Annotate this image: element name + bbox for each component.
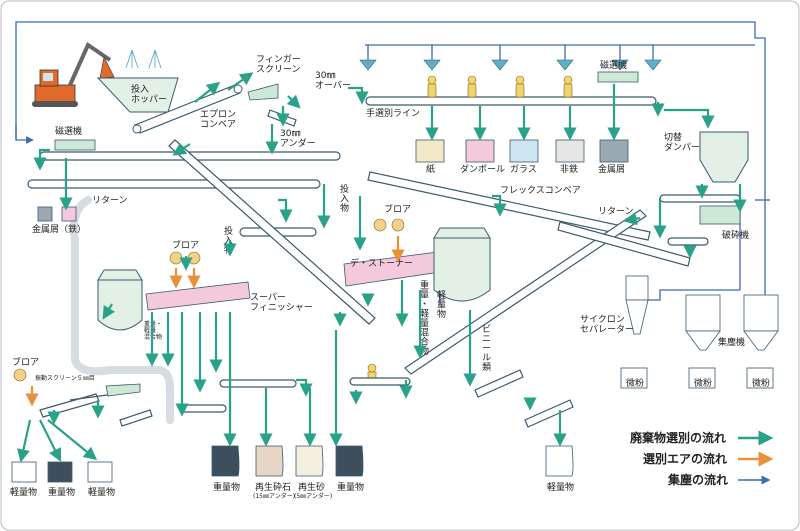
input-hopper: 投入ホッパー [96, 77, 179, 113]
spray-icon [125, 49, 162, 69]
hand-sort-belt [365, 96, 657, 106]
dust-collectors: 集塵機 [685, 294, 779, 351]
out-sand-sub: (5㎜アンダー) [294, 492, 332, 500]
out-light-3: 軽量物 [547, 481, 574, 493]
blower-3: ブロア [12, 356, 39, 382]
flex-conveyor-label: フレックスコンベア [500, 185, 581, 196]
fine-powder-2-label: 微粉 [694, 377, 712, 389]
cyclone-label: サイクロンセパレーター [580, 314, 634, 335]
vibrating-screen: 振動スクリーン５㎜目 [35, 374, 141, 397]
dust-collector-label: 集塵機 [718, 336, 745, 348]
bin-glass-label: ガラス [510, 164, 537, 175]
out-light-1: 軽量物 [10, 486, 37, 498]
vibrating-screen-label: 振動スクリーン５㎜目 [35, 374, 95, 382]
input-1-label: 投入物 [340, 183, 349, 214]
output-piles: 軽量物 重量物 軽量物 重量物 再生砕石 (15㎜アンダー) 再生砂 (5㎜アン… [10, 445, 574, 500]
crusher: 破砕機 [699, 205, 749, 241]
short-conveyors: 手選別ライン [267, 96, 657, 127]
bin-metal-label: 金属屑 [598, 163, 625, 175]
fine-powder-bins: 微粉 微粉 微粉 [620, 367, 774, 389]
legend-dust-label: 集塵の流れ [667, 472, 728, 487]
apron-conveyor: エプロンコンベア [132, 84, 243, 134]
out-heavy-1: 重量物 [48, 486, 75, 498]
blower-1-label: ブロア [384, 203, 411, 215]
out-gravel-sub: (15㎜アンダー) [253, 492, 295, 500]
magnet-right-label: 磁選機 [600, 59, 627, 71]
out-heavy-2: 重量物 [213, 481, 240, 493]
excavator-icon [32, 42, 115, 107]
super-finisher-label: スーパーフィニッシャー [250, 292, 313, 313]
bin-nonferrous-label: 非鉄 [560, 163, 578, 175]
out-sand: 再生砂 [298, 481, 325, 493]
air-flow-arrows [25, 236, 405, 407]
blower-3-label: ブロア [12, 356, 39, 368]
hand-sort-label: 手選別ライン [366, 107, 420, 119]
super-finisher: スーパーフィニッシャー [97, 269, 313, 331]
sorted-bins: 紙 ダンボール ガラス 非鉄 金属屑 [415, 139, 629, 175]
fine-powder-3-label: 微粉 [752, 377, 770, 389]
bin-paper-label: 紙 [426, 163, 435, 175]
bin-metal-iron: 金属屑（鉄） [32, 206, 86, 235]
sorting-flow-arrows [16, 72, 747, 463]
duct-hoods [359, 59, 662, 71]
damper-label: 切替ダンパー [664, 131, 700, 153]
under30-label: 30㎜アンダー [280, 129, 316, 149]
magnet-left: 磁選機 [54, 125, 96, 151]
magnet-right: 磁選機 [597, 59, 639, 83]
crusher-label: 破砕機 [722, 229, 749, 241]
over30-label: 30㎜オーバー [315, 71, 351, 91]
switch-damper: 切替ダンパー [664, 131, 749, 183]
hopper-label: 投入ホッパー [131, 83, 167, 105]
destoner-label: デ・ストーナー [350, 257, 413, 269]
conveyors: フレックスコンベア リターン リターン [27, 139, 741, 428]
legend-sorting-label: 廃棄物選別の流れ [630, 430, 726, 445]
return-left-label: リターン [92, 195, 128, 206]
destoner: デ・ストーナー [343, 227, 491, 302]
out-heavy-3: 重量物 [337, 481, 364, 493]
return-right-label: リターン [598, 206, 634, 217]
bin-cardboard-label: ダンボール [460, 163, 505, 175]
input-2-label: 投入物 [224, 225, 233, 256]
blower-2-label: ブロア [172, 239, 199, 251]
finger-screen: フィンガースクリーン 30㎜オーバー 30㎜アンダー [247, 54, 351, 149]
legend: 廃棄物選別の流れ 選別エアの流れ 集塵の流れ [630, 430, 774, 487]
magnet-left-label: 磁選機 [55, 125, 82, 137]
out-light-2: 軽量物 [88, 486, 115, 498]
light-material-label: 軽量物 [437, 290, 446, 320]
cyclone-separator: サイクロンセパレーター [580, 275, 649, 335]
out-gravel: 再生砕石 [255, 481, 291, 493]
vinyl-label: ビニール類 [482, 324, 491, 373]
flex-conveyor-belt [404, 209, 647, 375]
finger-screen-label: フィンガースクリーン [256, 54, 301, 75]
mix-2-label: 重量・軽量混合物 [420, 279, 429, 357]
fine-powder-1-label: 微粉 [626, 377, 644, 389]
metal-iron-label: 金属屑（鉄） [32, 223, 86, 235]
legend-air-label: 選別エアの流れ [643, 451, 727, 466]
apron-label: エプロンコンベア [200, 109, 236, 130]
blower-1: ブロア [373, 203, 411, 232]
